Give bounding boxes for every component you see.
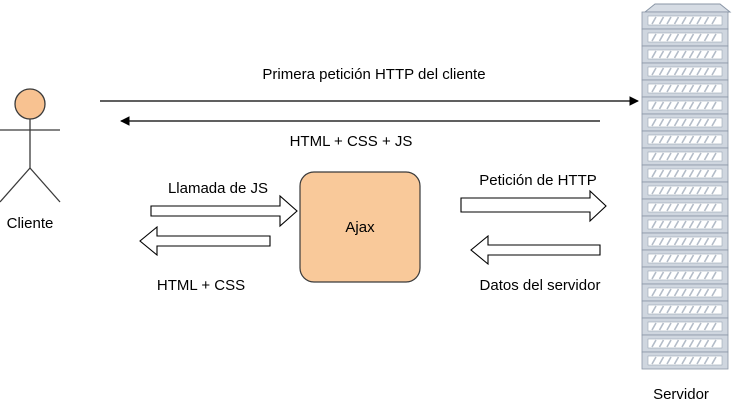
server-unit	[641, 164, 729, 183]
server-unit	[641, 11, 729, 30]
ajax-label: Ajax	[345, 219, 375, 236]
http-request-label: Petición de HTTP	[479, 172, 597, 189]
partial-response-label: HTML + CSS	[157, 277, 245, 294]
first-request-label: Primera petición HTTP del cliente	[262, 66, 485, 83]
server-unit	[641, 62, 729, 81]
server-unit	[641, 147, 729, 166]
server-unit	[641, 232, 729, 251]
server-data-arrow	[470, 234, 601, 266]
server-unit	[641, 334, 729, 353]
ajax-box	[299, 171, 421, 283]
server-unit	[641, 283, 729, 302]
server-unit	[641, 45, 729, 64]
js-call-arrow	[150, 194, 298, 228]
server-rack-icon	[641, 3, 732, 370]
server-unit	[641, 249, 729, 268]
full-response-label: HTML + CSS + JS	[290, 133, 413, 150]
server-slots	[641, 11, 729, 370]
server-label: Servidor	[653, 386, 709, 402]
partial-response-arrow	[139, 225, 271, 257]
server-unit	[641, 113, 729, 132]
client-stick-figure-icon	[0, 88, 61, 203]
server-unit	[641, 300, 729, 319]
client-head	[14, 88, 46, 120]
server-unit	[641, 28, 729, 47]
client-left-leg	[0, 167, 31, 203]
server-unit	[641, 266, 729, 285]
http-request-arrow	[460, 189, 607, 223]
server-unit	[641, 198, 729, 217]
server-unit	[641, 181, 729, 200]
client-right-leg	[29, 167, 61, 203]
server-unit	[641, 317, 729, 336]
server-unit	[641, 96, 729, 115]
server-rack-top	[643, 3, 732, 13]
server-unit	[641, 79, 729, 98]
server-data-label: Datos del servidor	[480, 277, 601, 294]
js-call-label: Llamada de JS	[168, 180, 268, 197]
server-unit	[641, 351, 729, 370]
server-unit	[641, 130, 729, 149]
server-unit	[641, 215, 729, 234]
client-label: Cliente	[7, 215, 54, 232]
